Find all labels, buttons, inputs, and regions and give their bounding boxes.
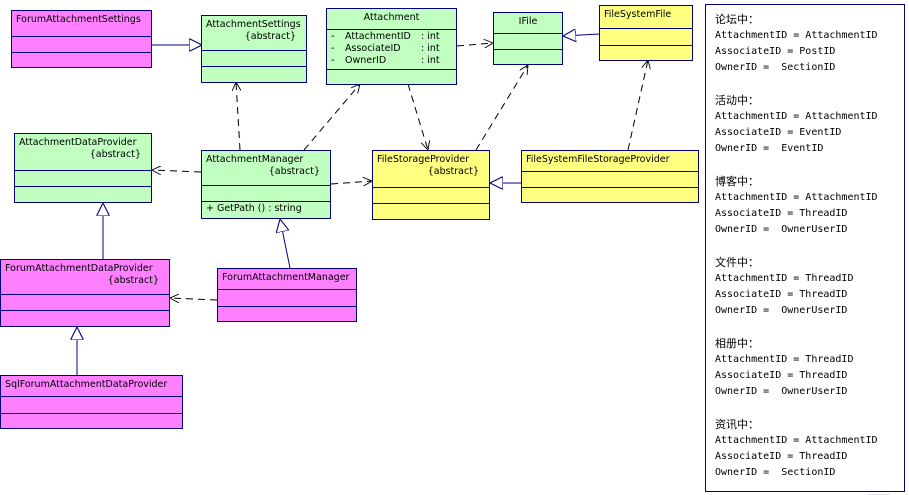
dep-mgr-to-attachment: [303, 84, 360, 151]
class-name: Attachment: [363, 12, 420, 23]
class-name: FileSystemFile: [604, 9, 672, 20]
note-line: AttachmentID = AttachmentID: [715, 192, 878, 203]
class-stereotype: {abstract}: [107, 275, 159, 286]
note-line: AttachmentID = ThreadID: [715, 273, 854, 284]
note-line: AssociateID = ThreadID: [715, 370, 848, 381]
note-line: AttachmentID = AttachmentID: [715, 111, 878, 122]
class-forum-attachment-data-provider[interactable]: ForumAttachmentDataProvider {abstract}: [0, 259, 170, 327]
note-line: AttachmentID = AttachmentID: [715, 435, 878, 446]
note-line: AssociateID = ThreadID: [715, 451, 848, 462]
attribute-row: -OwnerID: int: [331, 55, 440, 66]
class-stereotype: {abstract}: [244, 31, 296, 42]
class-attachment-settings[interactable]: AttachmentSettings {abstract}: [201, 15, 307, 83]
note-line: AssociateID = EventID: [715, 127, 842, 138]
class-attachment-manager[interactable]: AttachmentManager {abstract} + GetPath (…: [201, 150, 331, 219]
note-group-title: 文件中：: [715, 256, 759, 269]
class-stereotype: {abstract}: [427, 166, 479, 177]
note-line: OwnerID = OwnerUserID: [715, 224, 848, 235]
dep-fsprovider-to-ifile: [475, 65, 528, 151]
class-name: AttachmentDataProvider: [19, 137, 137, 148]
dep-mgr-to-dp: [152, 170, 202, 172]
note-line: OwnerID = SectionID: [715, 62, 836, 73]
note-line: AssociateID = ThreadID: [715, 208, 848, 219]
class-file-system-file[interactable]: FileSystemFile: [599, 5, 693, 61]
note-group-title: 相册中：: [715, 337, 759, 350]
class-name: ForumAttachmentManager: [222, 272, 350, 283]
note-line: AssociateID = ThreadID: [715, 289, 848, 300]
class-name: ForumAttachmentDataProvider: [5, 263, 153, 274]
dep-fsfsprovider-to-fsfile: [627, 60, 648, 151]
class-sql-forum-attachment-data-provider[interactable]: SqlForumAttachmentDataProvider: [0, 375, 183, 429]
class-name: SqlForumAttachmentDataProvider: [5, 379, 168, 390]
id-mapping-note: 论坛中： AttachmentID = AttachmentID Associa…: [705, 4, 905, 492]
dep-attachment-to-fsprovider: [407, 83, 428, 150]
note-group-title: 博客中：: [715, 175, 759, 188]
inherit-forummgr-to-mgr: [280, 219, 291, 269]
dep-mgr-to-settings: [236, 82, 240, 151]
note-group-news: 资讯中： AttachmentID = AttachmentID Associa…: [715, 417, 904, 481]
class-forum-attachment-settings[interactable]: ForumAttachmentSettings: [11, 10, 152, 68]
class-stereotype: {abstract}: [268, 166, 320, 177]
note-line: OwnerID = SectionID: [715, 467, 836, 478]
note-group-title: 活动中：: [715, 94, 759, 107]
class-name: AttachmentManager: [206, 154, 304, 165]
attribute-row: -AttachmentID: int: [331, 31, 440, 42]
inherit-fsfile-to-ifile: [563, 34, 600, 36]
dep-attachment-to-ifile: [456, 43, 493, 46]
note-line: OwnerID = OwnerUserID: [715, 305, 848, 316]
dep-mgr-to-fsprovider: [330, 181, 372, 184]
class-stereotype: {abstract}: [89, 149, 141, 160]
class-name: FileSystemFileStorageProvider: [526, 154, 670, 165]
class-attachment-data-provider[interactable]: AttachmentDataProvider {abstract}: [14, 133, 152, 203]
class-ifile[interactable]: IFile: [493, 12, 563, 65]
class-file-system-file-storage-provider[interactable]: FileSystemFileStorageProvider: [521, 150, 699, 203]
note-group-title: 论坛中：: [715, 13, 759, 26]
note-group-event: 活动中： AttachmentID = AttachmentID Associa…: [715, 93, 904, 157]
class-name: FileStorageProvider: [377, 154, 470, 165]
class-name: ForumAttachmentSettings: [16, 14, 141, 25]
note-line: AttachmentID = AttachmentID: [715, 30, 878, 41]
operation-get-path: + GetPath () : string: [206, 203, 302, 214]
note-line: AssociateID = PostID: [715, 46, 836, 57]
class-name: AttachmentSettings: [206, 19, 301, 30]
note-group-title: 资讯中：: [715, 418, 759, 431]
note-line: OwnerID = EventID: [715, 143, 824, 154]
class-file-storage-provider[interactable]: FileStorageProvider {abstract}: [372, 150, 490, 220]
dep-forummgr-to-forumdp: [170, 298, 218, 300]
note-group-blog: 博客中： AttachmentID = AttachmentID Associa…: [715, 174, 904, 238]
note-line: AttachmentID = ThreadID: [715, 354, 854, 365]
note-line: OwnerID = OwnerUserID: [715, 386, 848, 397]
class-name: IFile: [518, 16, 538, 27]
class-attachment[interactable]: Attachment -AttachmentID: int -Associate…: [326, 8, 457, 85]
note-group-file: 文件中： AttachmentID = ThreadID AssociateID…: [715, 255, 904, 319]
note-group-album: 相册中： AttachmentID = ThreadID AssociateID…: [715, 336, 904, 400]
note-group-forum: 论坛中： AttachmentID = AttachmentID Associa…: [715, 12, 904, 76]
class-forum-attachment-manager[interactable]: ForumAttachmentManager: [217, 268, 357, 322]
attribute-row: -AssociateID: int: [331, 43, 440, 54]
